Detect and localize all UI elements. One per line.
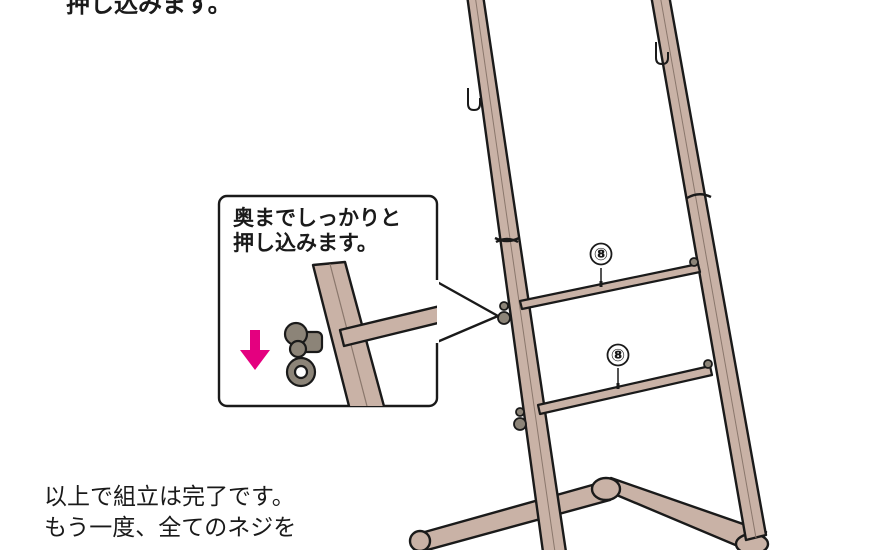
hook-icon xyxy=(467,42,669,112)
callout-line-1: 奥までしっかりと xyxy=(233,206,401,230)
svg-text:⑧: ⑧ xyxy=(611,346,625,366)
push-down-arrow-icon xyxy=(240,330,270,370)
callout-line-2: 押し込みます。 xyxy=(233,230,378,255)
completion-line-2: もう一度、全てのネジを xyxy=(44,515,297,542)
svg-text:⑧: ⑧ xyxy=(594,245,608,265)
detail-callout xyxy=(217,194,500,408)
base-frame xyxy=(408,476,770,554)
wing-nut-icon xyxy=(283,321,324,388)
upper-cross-bar xyxy=(518,262,702,311)
wing-nut-icon xyxy=(497,257,713,431)
lower-cross-bar xyxy=(536,364,714,416)
part-label-8-lower: ⑧ xyxy=(606,343,630,367)
completion-note: 以上で組立は完了です。 もう一度、全てのネジを xyxy=(44,482,296,544)
left-upright-pole xyxy=(466,0,568,554)
completion-line-1: 以上で組立は完了です。 xyxy=(44,484,295,510)
part-label-8-upper: ⑧ xyxy=(589,242,613,266)
instruction-top-line: 押し込みます。 xyxy=(66,0,232,18)
right-upright-pole xyxy=(650,0,768,542)
callout-caption: 奥までしっかりと 押し込みます。 xyxy=(233,206,401,256)
